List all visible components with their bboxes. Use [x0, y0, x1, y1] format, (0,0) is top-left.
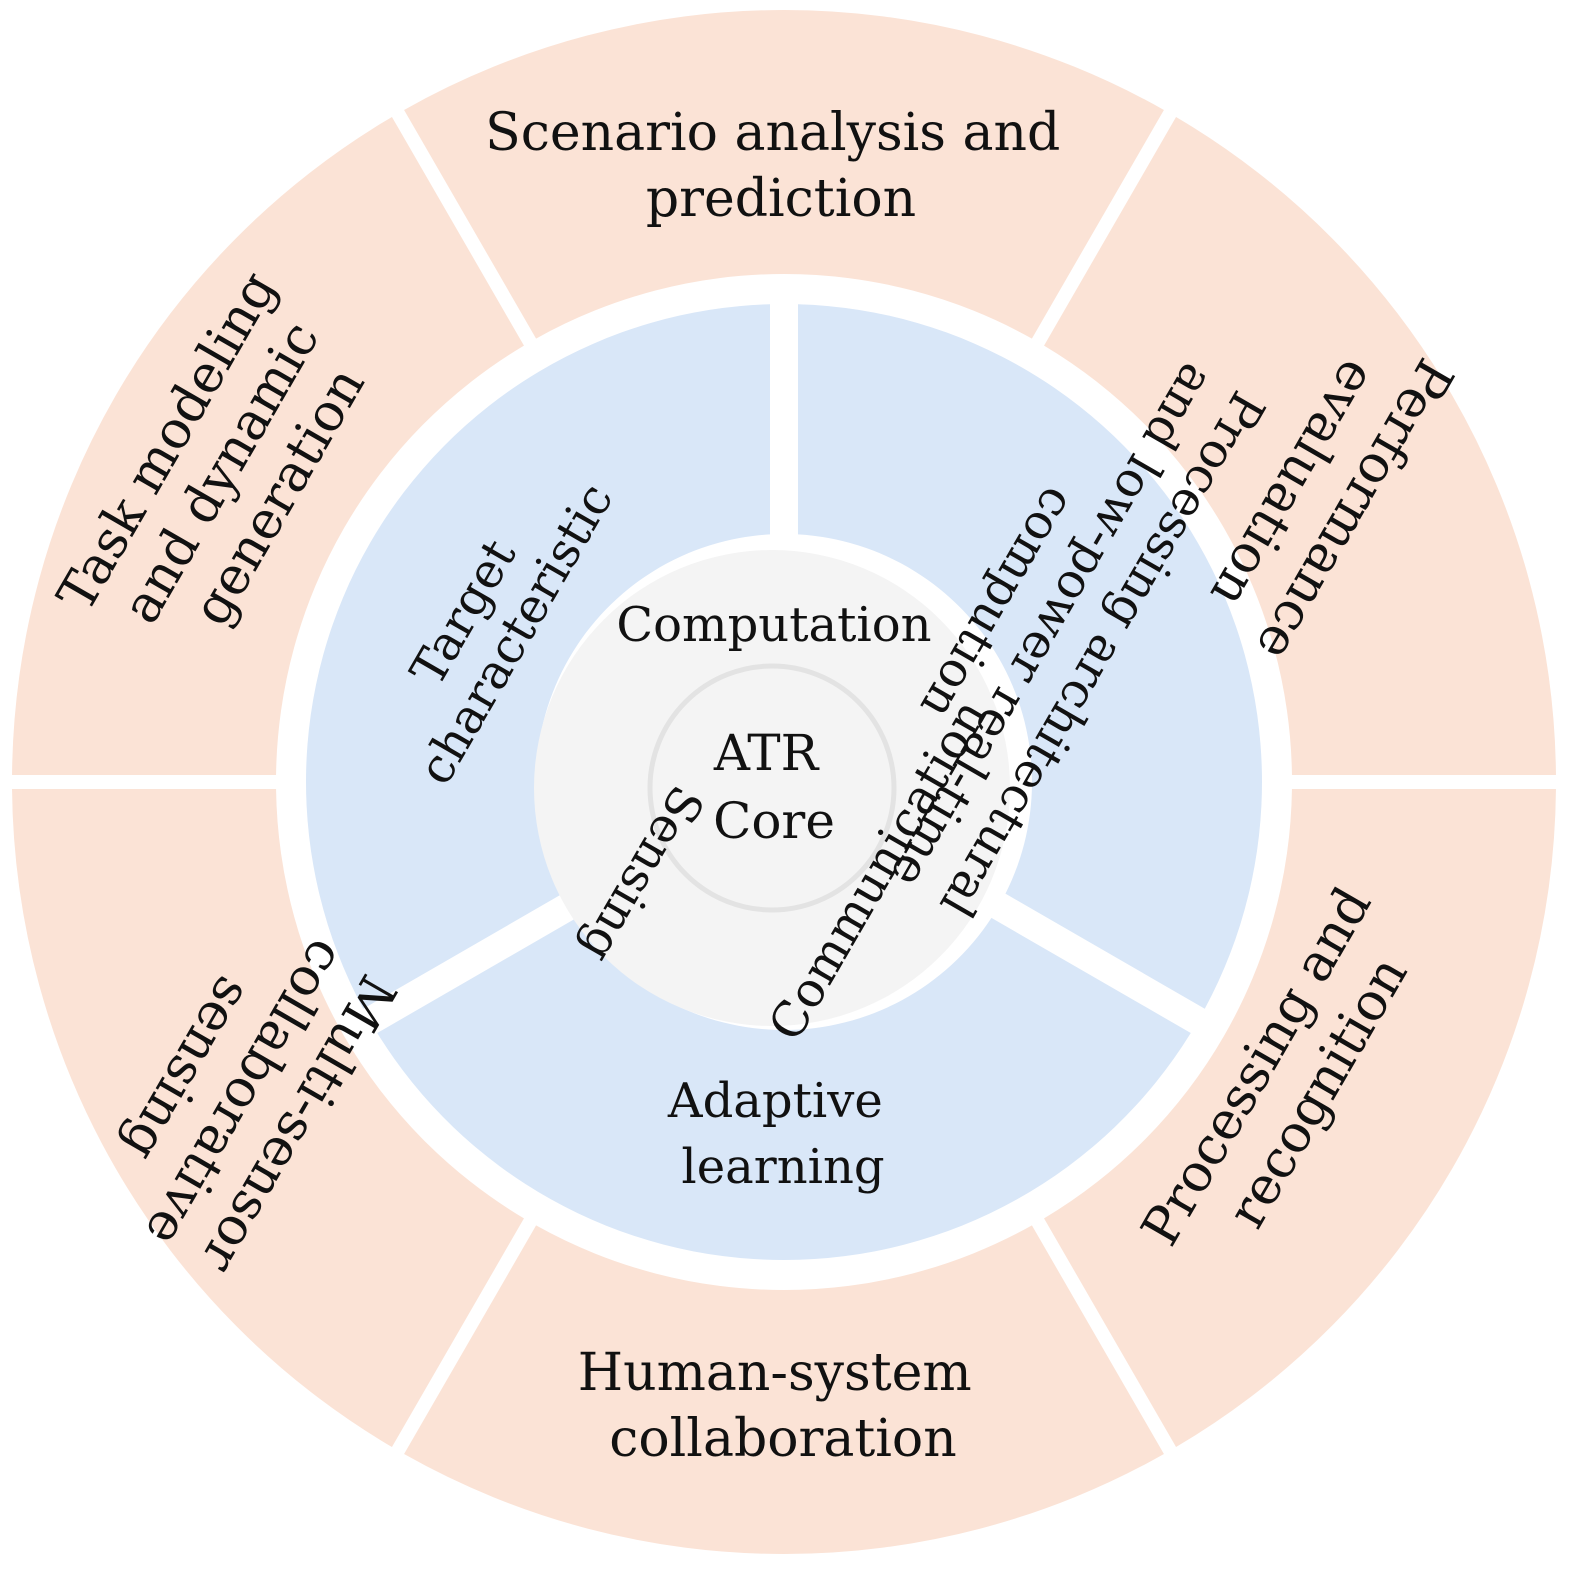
core-label-line2: Core: [713, 792, 835, 850]
inner-label-computation: Computation: [616, 597, 931, 653]
outer-segment-human-system: [404, 1225, 1164, 1554]
outer-segment-scenario-analysis: [404, 10, 1164, 339]
middle-segment-processing-architectural: [797, 304, 1262, 1009]
inner-disc: [534, 550, 1010, 1026]
middle-label-adaptive-line2: learning: [681, 1139, 884, 1195]
outer-label-scenario-line1: Scenario analysis and: [485, 103, 1060, 163]
outer-label-scenario-analysis: Scenario analysis and prediction: [485, 103, 1077, 229]
outer-label-human-line1: Human-system: [578, 1343, 972, 1403]
outer-label-human-line2: collaboration: [609, 1409, 956, 1469]
core-label-line1: ATR: [713, 724, 820, 782]
outer-segment-task-modeling: [12, 116, 524, 775]
outer-segment-performance-evaluation: [1044, 116, 1556, 775]
middle-ring: [306, 304, 1262, 1260]
middle-label-adaptive-line1: Adaptive: [667, 1073, 883, 1129]
middle-label-adaptive-learning: Adaptive learning: [667, 1073, 898, 1195]
core-circle: [647, 663, 897, 913]
middle-segment-adaptive-learning: [377, 917, 1191, 1260]
outer-label-scenario-line2: prediction: [646, 169, 916, 229]
outer-ring: [12, 10, 1556, 1554]
middle-segment-target-characteristic: [306, 304, 771, 1009]
outer-label-human-system: Human-system collaboration: [578, 1343, 988, 1469]
outer-segment-multi-sensor: [12, 789, 524, 1448]
core-label: ATR Core: [713, 724, 835, 850]
outer-segment-processing-recognition: [1044, 789, 1556, 1448]
